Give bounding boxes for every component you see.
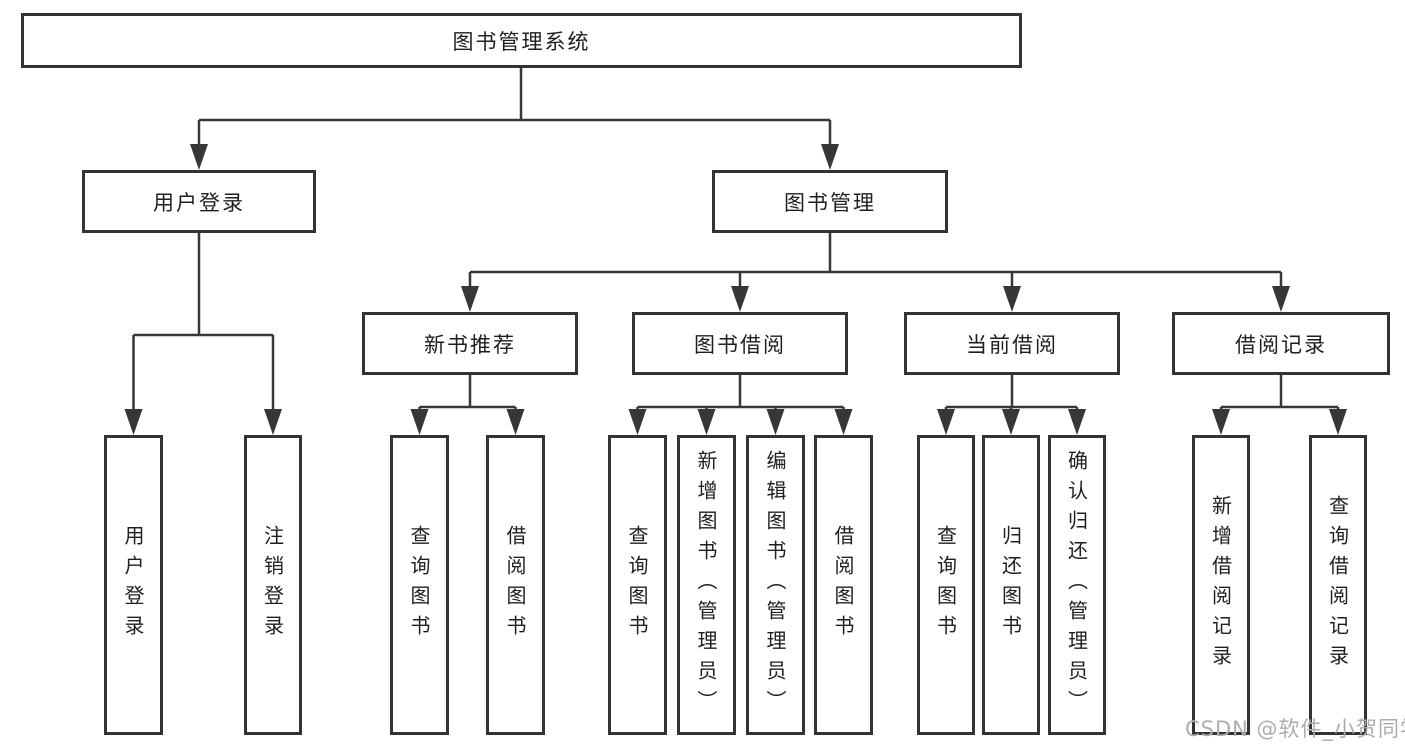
node-root: 图书管理系统 <box>21 13 1022 68</box>
connector-book-management-to-groups <box>468 233 1283 292</box>
leaf-user-login: 用户登录 <box>104 435 163 735</box>
arrowheads-user-login-children <box>124 409 282 435</box>
node-borrowing-records: 借阅记录 <box>1172 312 1390 375</box>
leaf-return-books: 归还图书 <box>982 435 1040 735</box>
leaf-add-borrow-record: 新增借阅记录 <box>1192 435 1250 735</box>
leaf-query-borrow-record: 查询借阅记录 <box>1309 435 1367 735</box>
node-new-book-recommendation: 新书推荐 <box>362 312 578 375</box>
arrowheads-level3-groups <box>461 286 1290 312</box>
leaf-confirm-return-admin: 确认归还（管理员） <box>1048 435 1106 735</box>
leaf-query-books: 查询图书 <box>390 435 449 735</box>
watermark: CSDN @软件_小贺同学 <box>1185 717 1405 741</box>
connector-new-book-recommendation-to-children <box>418 375 517 415</box>
leaf-query-books: 查询图书 <box>608 435 667 735</box>
connector-book-borrowing-to-children <box>636 375 845 415</box>
leaf-borrow-books: 借阅图书 <box>814 435 873 735</box>
leaf-logout-login: 注销登录 <box>244 435 302 735</box>
arrowheads-new-book-recommendation-children <box>410 409 525 435</box>
leaf-add-books-admin: 新增图书（管理员） <box>677 435 736 735</box>
node-user-login: 用户登录 <box>82 170 316 233</box>
leaf-query-books: 查询图书 <box>917 435 975 735</box>
node-book-borrowing: 图书借阅 <box>632 312 848 375</box>
connector-root-to-level2 <box>197 68 832 150</box>
node-book-management: 图书管理 <box>712 170 948 233</box>
arrowheads-level2 <box>190 144 839 170</box>
arrowheads-book-borrowing-children <box>628 409 853 435</box>
connector-borrowing-records-to-children <box>1219 375 1340 415</box>
arrowheads-borrowing-records-children <box>1212 409 1347 435</box>
leaf-borrow-books: 借阅图书 <box>486 435 545 735</box>
connector-user-login-to-children <box>132 233 275 415</box>
leaf-edit-books-admin: 编辑图书（管理员） <box>746 435 805 735</box>
node-current-borrowing: 当前借阅 <box>904 312 1120 375</box>
arrowheads-current-borrowing-children <box>937 409 1086 435</box>
